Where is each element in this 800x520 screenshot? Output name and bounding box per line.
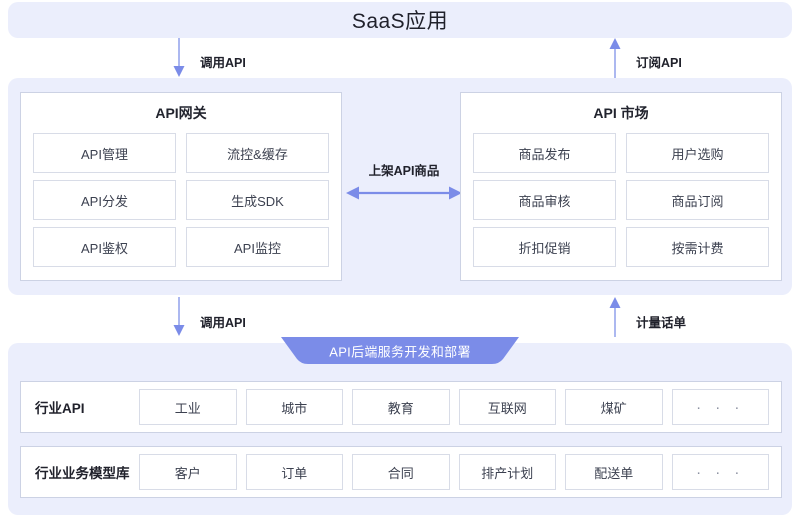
industry-model-row-label: 行业业务模型库: [35, 466, 130, 481]
industry-api-row: 行业API 工业 城市 教育 互联网 煤矿 · · ·: [20, 381, 782, 433]
industry-model-cell[interactable]: 排产计划: [458, 454, 556, 490]
api-market-title: API 市场: [593, 105, 649, 121]
industry-model-cell[interactable]: 客户: [139, 454, 237, 490]
gateway-cell[interactable]: 流控&缓存: [186, 133, 329, 173]
ribbon-label: API后端服务开发和部署: [329, 344, 471, 359]
arrow-up-metering-bill: [609, 297, 621, 337]
market-cell[interactable]: 按需计费: [626, 227, 769, 267]
gateway-cell[interactable]: API管理: [33, 133, 176, 173]
industry-model-cell-more[interactable]: · · ·: [671, 454, 769, 490]
industry-api-cells: 工业 城市 教育 互联网 煤矿 · · ·: [139, 389, 781, 425]
arrow-label-metering-bill: 计量话单: [636, 316, 687, 330]
api-gateway-cell-grid: API管理 流控&缓存 API分发 生成SDK API鉴权 API监控: [33, 133, 329, 267]
industry-api-cell[interactable]: 城市: [245, 389, 343, 425]
market-cell[interactable]: 用户选购: [626, 133, 769, 173]
gateway-cell[interactable]: API分发: [33, 180, 176, 220]
arrow-up-subscribe-api: [609, 38, 621, 78]
industry-api-cell-more[interactable]: · · ·: [671, 389, 769, 425]
saas-application-title: SaaS应用: [351, 10, 449, 33]
arrow-label-call-api-lower: 调用API: [200, 316, 246, 330]
saas-application-band: SaaS应用: [8, 2, 792, 38]
backend-service-ribbon: API后端服务开发和部署: [281, 337, 519, 364]
api-market-panel: API 市场 商品发布 用户选购 商品审核 商品订阅 折扣促销 按需计费: [460, 92, 782, 281]
arrow-down-call-api-upper: [173, 38, 185, 77]
industry-api-cell[interactable]: 工业: [139, 389, 237, 425]
api-market-cell-grid: 商品发布 用户选购 商品审核 商品订阅 折扣促销 按需计费: [473, 133, 769, 267]
arrow-label-call-api-upper: 调用API: [200, 56, 246, 70]
industry-api-cell[interactable]: 煤矿: [565, 389, 663, 425]
market-cell[interactable]: 商品发布: [473, 133, 616, 173]
industry-api-cell[interactable]: 互联网: [458, 389, 556, 425]
market-cell[interactable]: 商品审核: [473, 180, 616, 220]
market-cell[interactable]: 商品订阅: [626, 180, 769, 220]
api-gateway-title: API网关: [155, 105, 207, 121]
arrow-bidirectional-publish-api-product: [346, 186, 462, 200]
industry-model-cell[interactable]: 合同: [352, 454, 450, 490]
gateway-cell[interactable]: API鉴权: [33, 227, 176, 267]
gateway-cell[interactable]: API监控: [186, 227, 329, 267]
ribbon-shape: [281, 337, 519, 364]
industry-api-row-label: 行业API: [35, 401, 85, 416]
api-gateway-panel: API网关 API管理 流控&缓存 API分发 生成SDK API鉴权 API监…: [20, 92, 342, 281]
industry-api-cell[interactable]: 教育: [352, 389, 450, 425]
industry-model-row: 行业业务模型库 客户 订单 合同 排产计划 配送单 · · ·: [20, 446, 782, 498]
arrow-label-publish-api-product: 上架API商品: [368, 164, 440, 178]
market-cell[interactable]: 折扣促销: [473, 227, 616, 267]
arrow-down-call-api-lower: [173, 297, 185, 336]
industry-model-cells: 客户 订单 合同 排产计划 配送单 · · ·: [139, 454, 781, 490]
industry-model-cell[interactable]: 配送单: [565, 454, 663, 490]
industry-model-cell[interactable]: 订单: [245, 454, 343, 490]
arrow-label-subscribe-api: 订阅API: [636, 56, 682, 70]
gateway-cell[interactable]: 生成SDK: [186, 180, 329, 220]
